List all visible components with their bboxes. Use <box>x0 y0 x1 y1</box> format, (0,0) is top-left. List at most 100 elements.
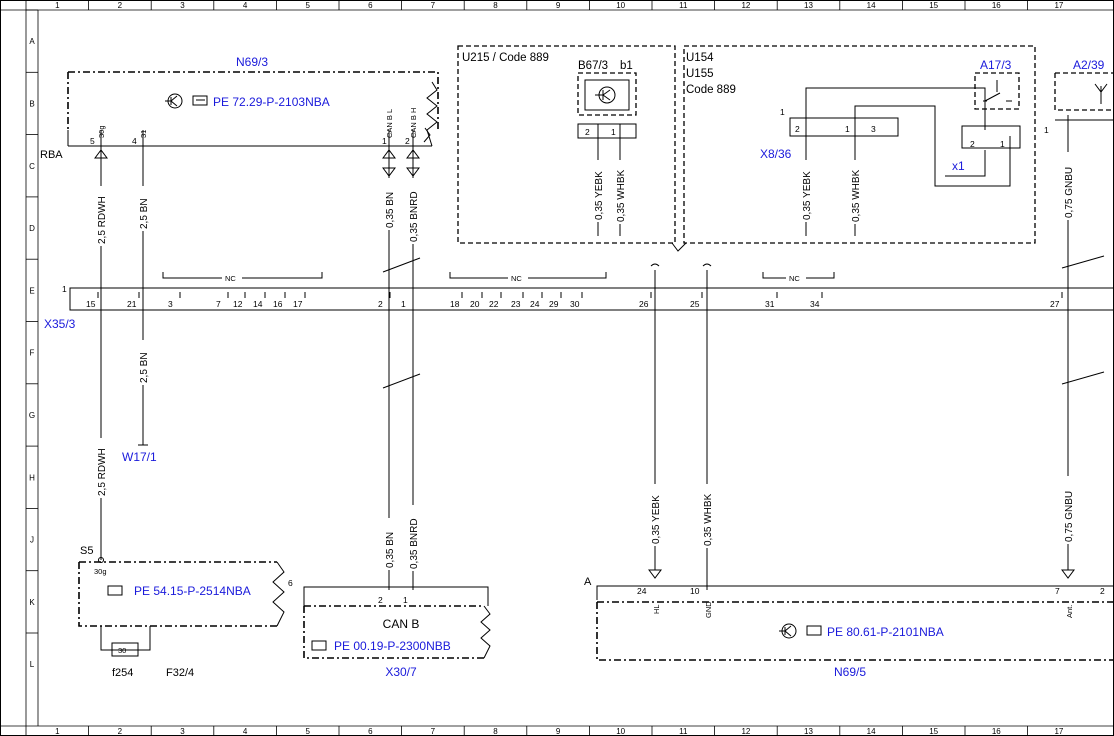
x35-3-pin-number: 12 <box>233 299 243 309</box>
pin-number: 1 <box>845 124 850 134</box>
s5-pin: 30g <box>94 567 107 576</box>
grid-column-number: 13 <box>804 727 813 736</box>
pin-number: 2 <box>378 595 383 605</box>
x35-3-label: X35/3 <box>44 317 76 331</box>
x8-36-num: 1 <box>780 107 785 117</box>
svg-text:NC: NC <box>789 274 800 283</box>
grid-row-letter: E <box>29 286 34 295</box>
grid-column-number: 16 <box>992 1 1001 10</box>
grid-column-number: 7 <box>431 1 436 10</box>
w17-1-label: W17/1 <box>122 450 157 464</box>
x35-3-pin-number: 26 <box>639 299 649 309</box>
grid-column-number: 2 <box>118 727 123 736</box>
n69-3-box <box>68 71 439 130</box>
reference-hand-icon[interactable] <box>311 640 327 651</box>
x35-3-pin-number: 21 <box>127 299 137 309</box>
grid-column-number: 16 <box>992 727 1001 736</box>
f32-4-box <box>78 561 277 627</box>
x35-3-pin-number: 15 <box>86 299 96 309</box>
x35-3-num: 1 <box>62 284 67 294</box>
grid-column-number: 5 <box>305 727 310 736</box>
grid-row-letter: L <box>30 660 35 669</box>
grid-column-number: 4 <box>243 1 248 10</box>
grid-column-number: 7 <box>431 727 436 736</box>
x30-7-label: X30/7 <box>385 665 417 679</box>
n69-5-ref-link[interactable]: PE 80.61-P-2101NBA <box>827 625 944 639</box>
pin-number: 1 <box>403 595 408 605</box>
f32-4-label: F32/4 <box>166 667 194 679</box>
x8-36-label: X8/36 <box>760 147 792 161</box>
grid-column-number: 3 <box>180 727 185 736</box>
sensor-icon <box>595 86 616 104</box>
x35-3-pin-number: 3 <box>168 299 173 309</box>
x30-7-title: CAN B <box>383 617 420 631</box>
x8-36-connector <box>789 117 899 137</box>
x35-3-pin-number: 34 <box>810 299 820 309</box>
nc-bracket: NC <box>449 272 607 283</box>
n69-5-letter: A <box>584 576 592 588</box>
wire-label: 2,5 RDWH <box>97 448 108 496</box>
n69-5-box <box>596 601 1114 661</box>
control-unit-icon <box>779 623 797 639</box>
pin-label: CAN B H <box>409 108 418 138</box>
grid-column-number: 10 <box>616 1 625 10</box>
control-unit-icon <box>165 93 183 109</box>
pin-label: Ant. <box>1065 605 1074 618</box>
x35-3-pin-number: 2 <box>378 299 383 309</box>
x30-7-ref-link[interactable]: PE 00.19-P-2300NBB <box>334 639 451 653</box>
svg-text:NC: NC <box>511 274 522 283</box>
wire-label: 0,35 YEBK <box>802 171 813 220</box>
wire-label: 0,35 BNRD <box>409 518 420 569</box>
reference-hand-icon[interactable] <box>107 585 123 596</box>
pin-label: CAN B L <box>385 109 394 138</box>
grid-row-letter: J <box>30 536 34 545</box>
wire-label: 0,75 GNBU <box>1064 167 1075 218</box>
n69-3-ref-link[interactable]: PE 72.29-P-2103NBA <box>213 95 330 109</box>
u154-box <box>683 45 1036 244</box>
grid-column-number: 15 <box>929 727 938 736</box>
wire-label: 0,35 BN <box>385 532 396 568</box>
grid-column-number: 15 <box>929 1 938 10</box>
grid-column-number: 12 <box>741 727 750 736</box>
x35-3-pin-number: 23 <box>511 299 521 309</box>
x35-3-pin-number: 18 <box>450 299 460 309</box>
wire-label: 0,35 BNRD <box>409 191 420 242</box>
s5-label: S5 <box>80 545 93 557</box>
grid-column-number: 17 <box>1054 727 1063 736</box>
fuse-icon <box>111 642 139 657</box>
reference-hand-icon[interactable] <box>806 625 822 636</box>
grid-row-letter: D <box>29 224 35 233</box>
grid-column-number: 8 <box>493 1 498 10</box>
pin-number: 1 <box>611 127 616 137</box>
grid-row-letter: K <box>29 598 35 607</box>
pin-number: 5 <box>90 136 95 146</box>
x35-3-pin-number: 22 <box>489 299 499 309</box>
u155-label: U155 <box>686 68 714 80</box>
n69-3-label: N69/3 <box>236 55 268 69</box>
grid-column-number: 8 <box>493 727 498 736</box>
grid-column-number: 6 <box>368 1 373 10</box>
a2-39-box <box>1054 72 1114 111</box>
pin-label: HL <box>652 604 661 614</box>
pin-number: 2 <box>585 127 590 137</box>
b67-3-b1: b1 <box>620 60 633 72</box>
grid-column-number: 6 <box>368 727 373 736</box>
grid-column-number: 4 <box>243 727 248 736</box>
fuse-rating: 30 <box>118 646 126 655</box>
x35-3-pin-number: 17 <box>293 299 303 309</box>
code-889-label: Code 889 <box>686 84 736 96</box>
pin-label: GND <box>704 601 713 618</box>
grid-column-number: 12 <box>741 1 750 10</box>
f32-4-pin6: 6 <box>288 578 293 588</box>
u154-label: U154 <box>686 52 714 64</box>
pin-number: 24 <box>637 586 647 596</box>
reference-hand-icon[interactable] <box>192 95 208 106</box>
f32-4-ref-link[interactable]: PE 54.15-P-2514NBA <box>134 584 251 598</box>
pin-number: 1 <box>382 136 387 146</box>
b67-3-box <box>577 72 637 116</box>
x35-3-pin-number: 24 <box>530 299 540 309</box>
x35-3-connector <box>69 287 1114 311</box>
wire-label: 0,35 WHBK <box>616 169 627 222</box>
pin-number: 7 <box>1055 586 1060 596</box>
